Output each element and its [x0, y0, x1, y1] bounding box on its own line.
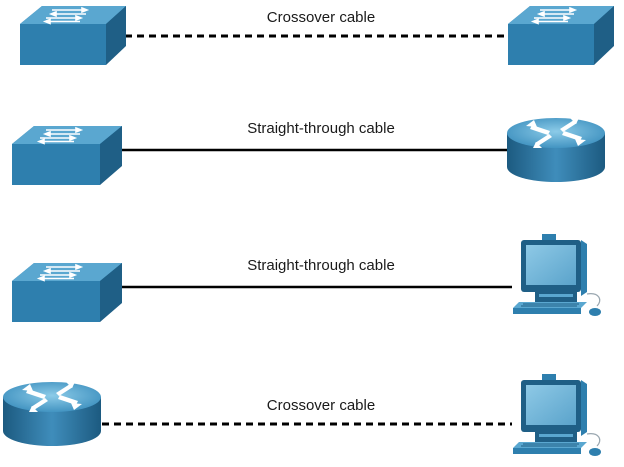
- cable-label: Straight-through cable: [247, 120, 395, 137]
- switch-icon: [12, 126, 122, 185]
- cable-label: Crossover cable: [267, 9, 375, 26]
- switch-icon: [508, 6, 614, 65]
- switch-icon: [12, 263, 122, 322]
- pc-icon: [513, 234, 601, 316]
- switch-icon: [20, 6, 126, 65]
- cable-label: Straight-through cable: [247, 257, 395, 274]
- pc-icon: [513, 374, 601, 456]
- connection-row-4: Crossover cable: [3, 374, 601, 456]
- router-icon: [507, 118, 605, 182]
- cable-label: Crossover cable: [267, 397, 375, 414]
- connection-row-3: Straight-through cable: [12, 234, 601, 322]
- router-icon: [3, 382, 101, 446]
- connection-row-2: Straight-through cable: [12, 118, 605, 185]
- connection-row-1: Crossover cable: [20, 6, 614, 65]
